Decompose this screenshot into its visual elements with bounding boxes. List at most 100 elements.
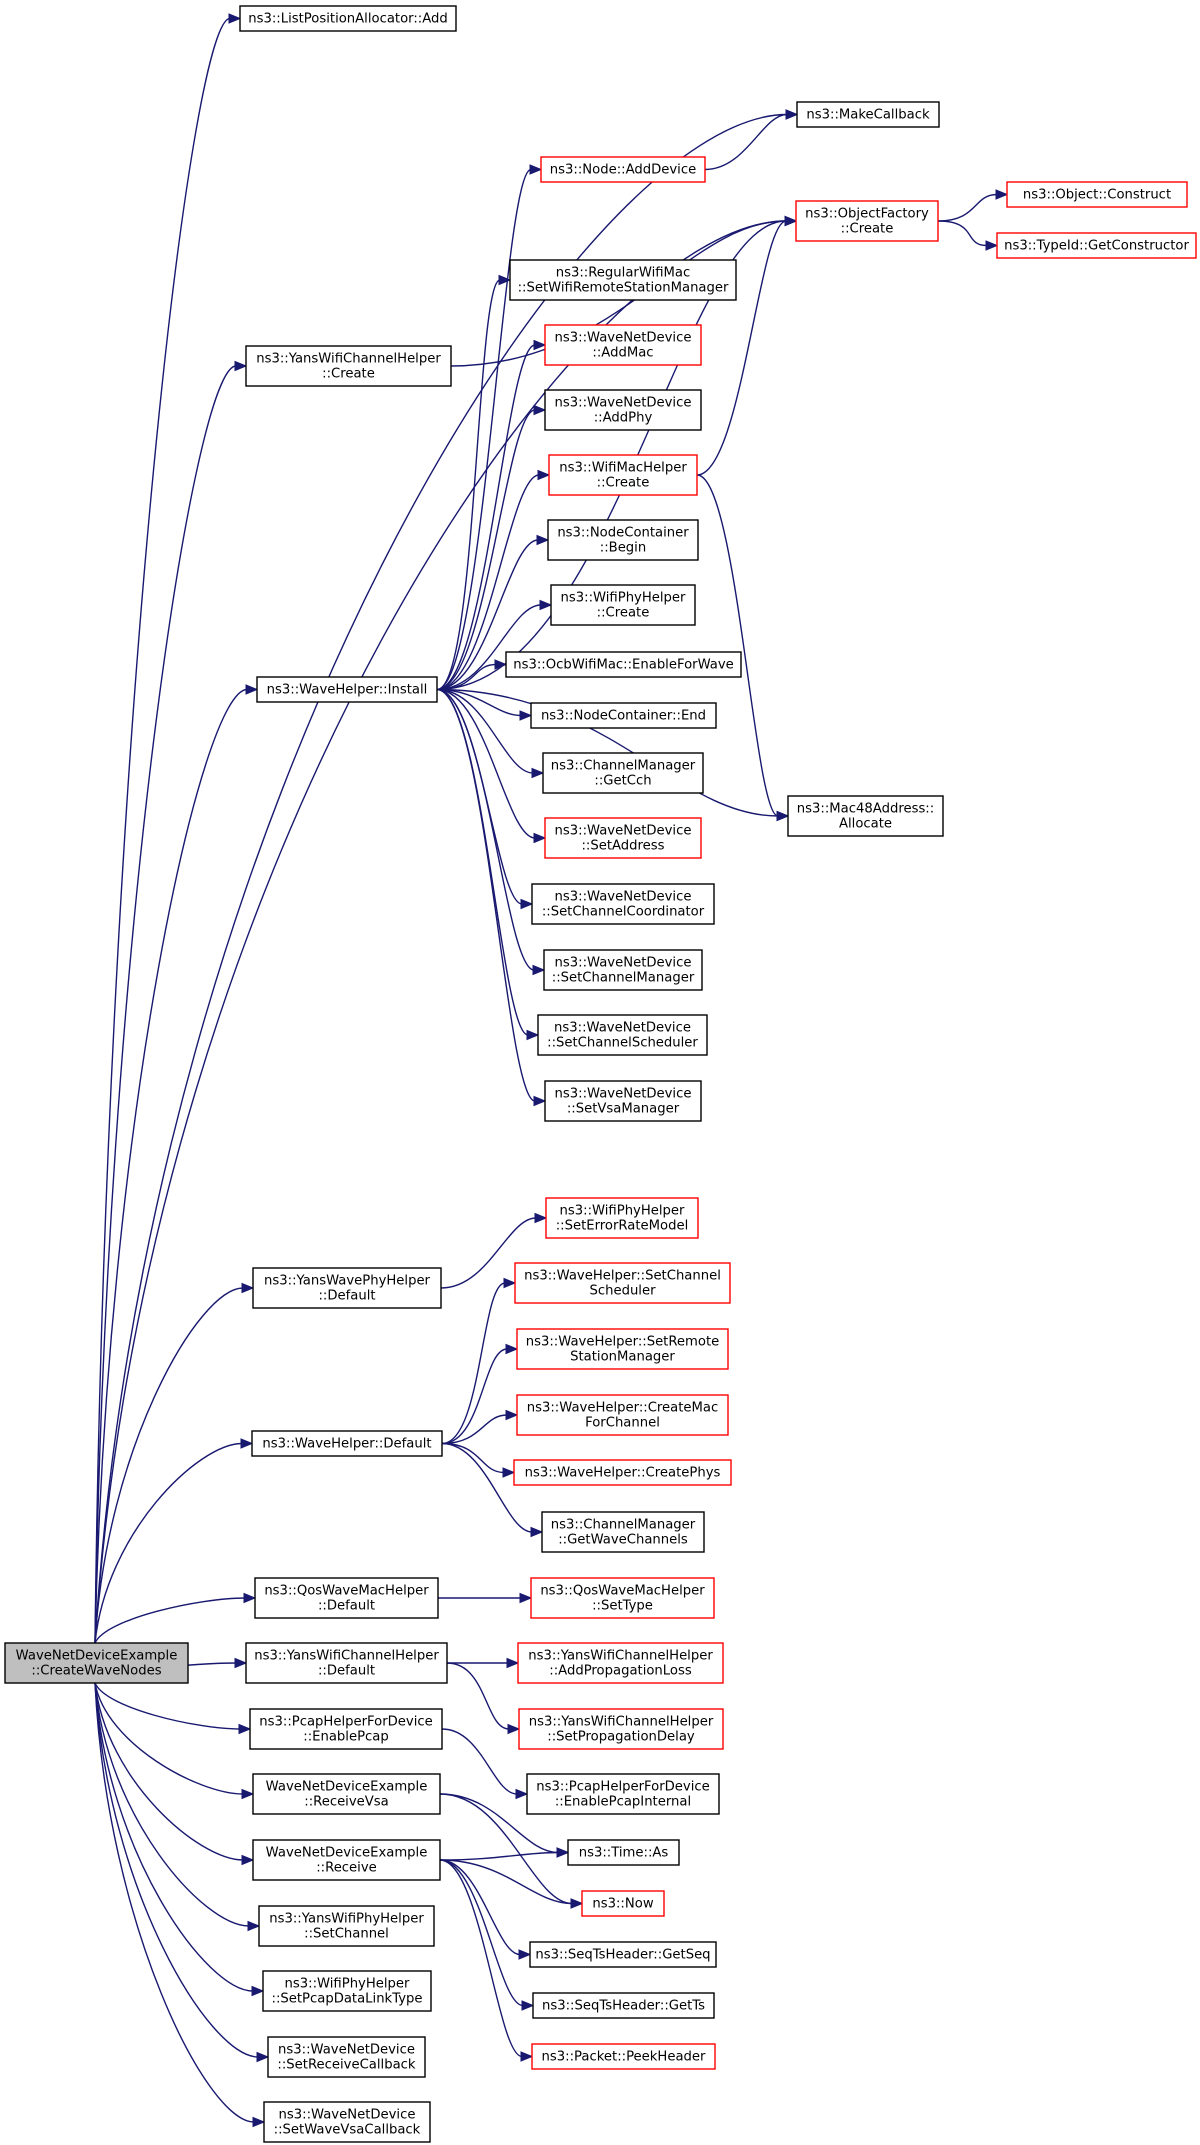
call-node[interactable]: ns3::WaveNetDevice::SetReceiveCallback — [267, 2036, 426, 2078]
arrowhead-yanschan_default-to-yanschan_addprop — [506, 1657, 520, 1669]
call-node[interactable]: ns3::WaveHelper::Install — [256, 676, 438, 703]
node-label-line: ::SetErrorRateModel — [556, 1219, 689, 1234]
edge-wh_default-to-wh_createmac — [441, 1414, 508, 1445]
node-box — [252, 1267, 442, 1309]
edge-wavehelper_install-to-wnd_setchmgr — [436, 688, 535, 971]
call-node[interactable]: ns3::Packet::PeekHeader — [531, 2043, 716, 2070]
node-box — [544, 817, 702, 859]
node-box — [545, 1197, 699, 1239]
node-box — [787, 795, 944, 837]
arrowhead-root-to-pcap_enable — [238, 1723, 252, 1735]
node-label-line: WaveNetDeviceExample — [266, 1846, 428, 1861]
call-node[interactable]: ns3::WaveNetDevice::SetChannelCoordinato… — [531, 883, 715, 925]
arrowhead-wavehelper_install-to-wifimac_create — [537, 469, 551, 481]
call-node[interactable]: ns3::NodeContainer::End — [530, 702, 717, 729]
node-box — [530, 1577, 715, 1619]
call-node[interactable]: ns3::MakeCallback — [796, 101, 940, 128]
arrowhead-wavehelper_install-to-objfactory_create — [784, 215, 798, 227]
call-node[interactable]: ns3::WaveNetDevice::SetChannelScheduler — [537, 1014, 708, 1056]
call-node[interactable]: ns3::YansWifiChannelHelper::SetPropagati… — [518, 1708, 724, 1750]
call-node[interactable]: ns3::PcapHelperForDevice::EnablePcapInte… — [526, 1773, 720, 1815]
call-node[interactable]: ns3::YansWavePhyHelper::Default — [252, 1267, 442, 1309]
node-box — [567, 1839, 680, 1866]
node-label-line: ::Create — [597, 606, 650, 621]
edge-root-to-wnd_setrecvcb — [94, 1682, 259, 2058]
edge-wh_default-to-cm_getwavech — [441, 1442, 533, 1533]
edge-wavehelper_install-to-wnd_setaddress — [436, 688, 536, 839]
node-box — [263, 2101, 431, 2143]
call-node[interactable]: ns3::QosWaveMacHelper::Default — [254, 1577, 439, 1619]
call-node[interactable]: ns3::ChannelManager::GetCch — [542, 752, 704, 794]
call-node[interactable]: ns3::YansWifiChannelHelper::Create — [245, 345, 452, 387]
call-node[interactable]: ns3::WaveNetDevice::SetVsaManager — [544, 1080, 702, 1122]
node-label-line: ForChannel — [585, 1416, 660, 1431]
call-node[interactable]: ns3::RegularWifiMac::SetWifiRemoteStatio… — [509, 259, 737, 301]
node-label-line: ns3::WaveNetDevice — [555, 956, 692, 971]
call-node[interactable]: ns3::WaveNetDevice::AddPhy — [544, 389, 702, 431]
node-label-line: ::CreateWaveNodes — [31, 1664, 161, 1679]
arrowhead-root-to-yansphy_setchannel — [247, 1920, 261, 1932]
arrowhead-root-to-lpa_add — [228, 13, 242, 24]
call-node[interactable]: ns3::ChannelManager::GetWaveChannels — [541, 1511, 705, 1553]
edge-wifimac_create-to-objfactory_create — [696, 220, 787, 476]
node-label-line: ::Default — [318, 1599, 375, 1614]
node-label-line: ns3::Node::AddDevice — [550, 163, 696, 178]
node-label-line: ns3::Packet::PeekHeader — [542, 2050, 706, 2065]
node-label-line: ns3::WaveNetDevice — [554, 1021, 691, 1036]
call-node[interactable]: ns3::WifiPhyHelper::SetErrorRateModel — [545, 1197, 699, 1239]
call-node[interactable]: ns3::WaveNetDevice::SetAddress — [544, 817, 702, 859]
node-box — [245, 1642, 448, 1684]
call-node[interactable]: ns3::WifiPhyHelper::SetPcapDataLinkType — [262, 1970, 432, 2012]
call-node[interactable]: ns3::Mac48Address::Allocate — [787, 795, 944, 837]
call-node[interactable]: ns3::WaveHelper::Default — [251, 1430, 443, 1457]
call-node[interactable]: ns3::Now — [581, 1890, 665, 1917]
call-node[interactable]: ns3::QosWaveMacHelper::SetType — [530, 1577, 715, 1619]
call-node[interactable]: ns3::YansWifiChannelHelper::AddPropagati… — [517, 1642, 724, 1684]
arrowhead-root-to-wavehelper_install — [245, 684, 259, 695]
arrowhead-root-to-yanschan_default — [234, 1657, 248, 1669]
call-node[interactable]: WaveNetDeviceExample::Receive — [252, 1839, 441, 1881]
call-node[interactable]: ns3::YansWifiChannelHelper::Default — [245, 1642, 448, 1684]
call-node[interactable]: ns3::Time::As — [567, 1839, 680, 1866]
call-node[interactable]: ns3::ObjectFactory::Create — [795, 200, 939, 242]
node-box — [537, 1014, 708, 1056]
call-node[interactable]: ns3::WaveNetDevice::SetWaveVsaCallback — [263, 2101, 431, 2143]
call-node[interactable]: ns3::WaveNetDevice::AddMac — [544, 324, 702, 366]
node-label-line: ::SetChannelManager — [552, 971, 695, 986]
edge-wavehelper_install-to-nc_begin — [436, 539, 539, 691]
edge-root-to-wh_default — [94, 1442, 243, 1644]
node-label-line: ::ReceiveVsa — [304, 1795, 389, 1810]
call-node[interactable]: ns3::WaveNetDevice::SetChannelManager — [543, 949, 703, 991]
call-node[interactable]: ns3::PcapHelperForDevice::EnablePcap — [249, 1708, 443, 1750]
arrowhead-wavehelper_install-to-wnd_addphy — [533, 404, 547, 416]
call-node[interactable]: ns3::ListPositionAllocator::Add — [239, 5, 457, 32]
call-node[interactable]: ns3::WaveHelper::CreatePhys — [513, 1459, 732, 1486]
call-node[interactable]: ns3::OcbWifiMac::EnableForWave — [505, 651, 742, 678]
call-node[interactable]: ns3::WifiMacHelper::Create — [548, 454, 698, 496]
call-node[interactable]: ns3::YansWifiPhyHelper::SetChannel — [258, 1905, 435, 1947]
node-label-line: ns3::QosWaveMacHelper — [264, 1584, 429, 1599]
call-node[interactable]: ns3::WaveHelper::SetChannelScheduler — [514, 1262, 731, 1304]
call-node[interactable]: ns3::SeqTsHeader::GetTs — [532, 1992, 715, 2019]
call-node[interactable]: WaveNetDeviceExample::ReceiveVsa — [252, 1773, 441, 1815]
node-label-line: ::SetChannelCoordinator — [542, 905, 705, 920]
call-node[interactable]: ns3::Node::AddDevice — [540, 156, 706, 183]
edge-wavehelper_install-to-wifiphy_create — [436, 604, 542, 691]
call-node[interactable]: ns3::WifiPhyHelper::Create — [550, 584, 696, 626]
edge-wh_default-to-wh_setremote — [441, 1348, 508, 1445]
node-label-line: ns3::WaveNetDevice — [555, 824, 692, 839]
node-label-line: ns3::RegularWifiMac — [556, 266, 691, 281]
node-label-line: ns3::ListPositionAllocator::Add — [248, 12, 448, 27]
call-node[interactable]: ns3::Object::Construct — [1006, 181, 1188, 208]
node-label-line: ns3::SeqTsHeader::GetTs — [542, 1999, 705, 2014]
node-box — [267, 2036, 426, 2078]
call-node[interactable]: ns3::NodeContainer::Begin — [547, 519, 699, 561]
node-label-line: ::SetReceiveCallback — [277, 2058, 415, 2073]
edge-wnde_receivevsa-to-time_as — [439, 1793, 559, 1854]
node-box — [540, 156, 706, 183]
call-node[interactable]: ns3::SeqTsHeader::GetSeq — [529, 1941, 717, 1968]
call-node[interactable]: ns3::TypeId::GetConstructor — [996, 232, 1197, 259]
